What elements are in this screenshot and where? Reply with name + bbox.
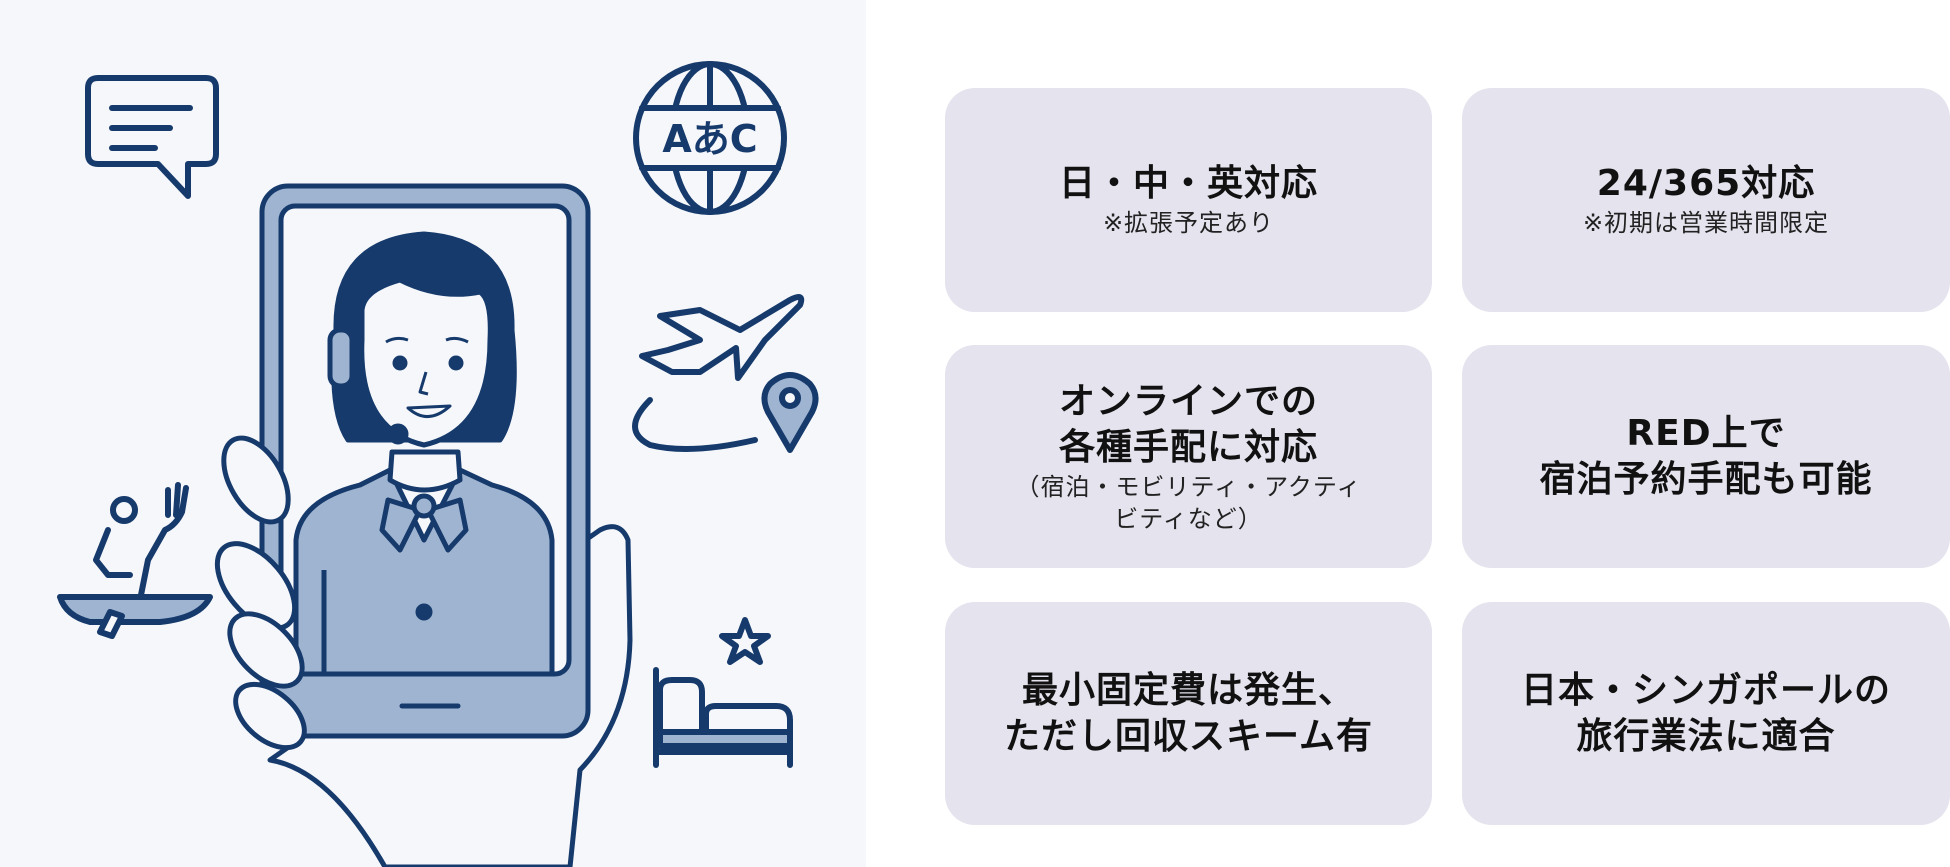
feature-card-fixed-cost: 最小固定費は発生、 ただし回収スキーム有 [945,602,1432,825]
card-note: ※初期は営業時間限定 [1582,209,1830,237]
card-title: 最小固定費は発生、 ただし回収スキーム有 [1004,669,1373,757]
card-title: 日本・シンガポールの 旅行業法に適合 [1520,669,1891,757]
card-title: オンラインでの 各種手配に対応 [1058,380,1318,468]
operator-avatar [293,231,555,677]
card-title: 日・中・英対応 [1058,163,1318,204]
location-pin-icon [761,372,819,453]
kayak-dining-icon [57,482,213,639]
card-title: 24/365対応 [1596,163,1816,204]
feature-card-languages: 日・中・英対応 ※拡張予定あり [945,88,1432,312]
card-note: （宿泊・モビリティ・アクティ ビティなど） [1015,472,1362,533]
globe-label: AあC [662,117,757,161]
feature-card-24-365: 24/365対応 ※初期は営業時間限定 [1462,88,1950,312]
feature-card-online-arrangements: オンラインでの 各種手配に対応 （宿泊・モビリティ・アクティ ビティなど） [945,345,1432,568]
globe-language-icon [633,61,787,215]
airplane-icon [632,293,805,452]
chat-bubble-icon [85,75,219,199]
feature-card-travel-law: 日本・シンガポールの 旅行業法に適合 [1462,602,1950,825]
hand-fingers [214,435,307,751]
feature-card-red-booking: RED上で 宿泊予約手配も可能 [1462,345,1950,568]
illustration-panel: AあC [0,0,866,867]
star-icon [719,617,771,665]
card-title: RED上で 宿泊予約手配も可能 [1539,412,1873,500]
bed-icon [653,667,793,768]
card-note: ※拡張予定あり [1102,209,1275,237]
